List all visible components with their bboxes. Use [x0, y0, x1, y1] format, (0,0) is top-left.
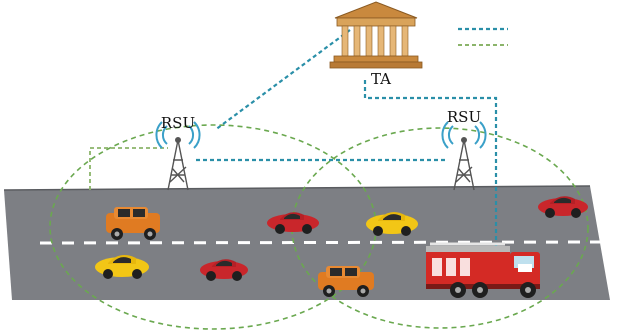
rsu-left-label: RSU — [161, 114, 195, 132]
rsu-left-to-vehicles-link — [89, 147, 168, 190]
rsu-right-label: RSU — [447, 108, 481, 126]
rsu-right-coverage-circle — [291, 127, 589, 329]
ta-label: TA — [371, 70, 391, 88]
rsu-tower-icon — [155, 121, 201, 191]
compact-car-icon — [95, 254, 149, 279]
rsu-tower-icon — [441, 121, 487, 191]
lane-marking — [39, 240, 601, 245]
ta-to-rsu-left-link — [214, 29, 351, 131]
ta-to-truck-link — [363, 80, 498, 248]
fire-truck-icon — [426, 242, 540, 298]
compact-car-icon — [267, 212, 319, 234]
building-icon — [329, 1, 423, 69]
wired-links — [196, 29, 498, 248]
road-top-edge — [3, 185, 591, 191]
compact-car-icon — [366, 211, 418, 236]
suv-icon — [106, 207, 160, 240]
suv-icon — [318, 266, 374, 297]
compact-car-icon — [200, 259, 248, 281]
sedan-icon — [538, 196, 588, 218]
